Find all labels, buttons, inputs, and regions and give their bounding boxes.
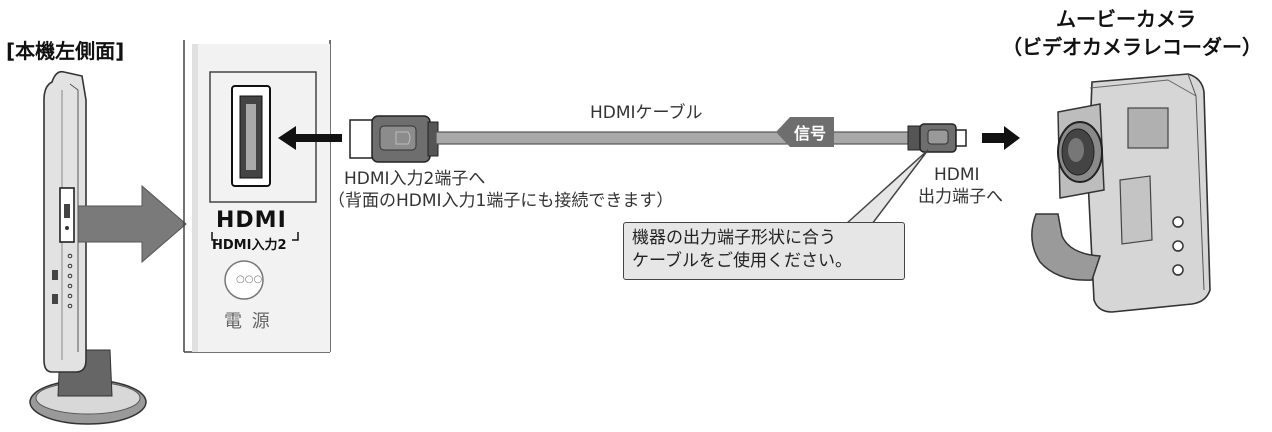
camera-title-line1: ムービーカメラ [1056,7,1196,31]
camcorder-illustration [1031,73,1211,313]
camera-title-line2: （ビデオカメラレコーダー） [1002,35,1262,59]
signal-label: 信号 [793,124,826,143]
callout-line1: 機器の出力端子形状に合う [632,228,836,248]
output-terminal-line1: HDMI [934,165,980,185]
callout-box: 機器の出力端子形状に合う ケーブルをご使用ください。 [623,222,905,280]
cable-label: HDMIケーブル [590,103,703,123]
hdmi-cable [435,131,911,145]
zoom-arrow [77,184,187,264]
hdmi-plug-camera-side [907,123,967,153]
hdmi-plug-tv-side [349,115,439,163]
output-arrow [982,126,1020,150]
input-terminal-line1: HDMI入力2端子へ [344,169,486,189]
side-view-label: [本機左側面] [6,39,125,63]
hdmi-input2-label: HDMI入力2 [212,238,287,253]
power-button-dots: ○○○ [236,274,263,285]
insert-arrow [278,126,342,150]
callout-pointer [844,149,929,225]
power-label: 電 源 [224,311,272,332]
zoomed-port-panel [183,40,331,353]
hdmi-logo: HDMI [216,208,287,233]
input-terminal-line2: （背面のHDMI入力1端子にも接続できます） [328,191,674,211]
signal-arrow [776,117,834,147]
callout-line2: ケーブルをご使用ください。 [632,250,852,271]
tv-side-illustration [29,70,147,425]
output-terminal-line2: 出力端子へ [918,187,1003,207]
